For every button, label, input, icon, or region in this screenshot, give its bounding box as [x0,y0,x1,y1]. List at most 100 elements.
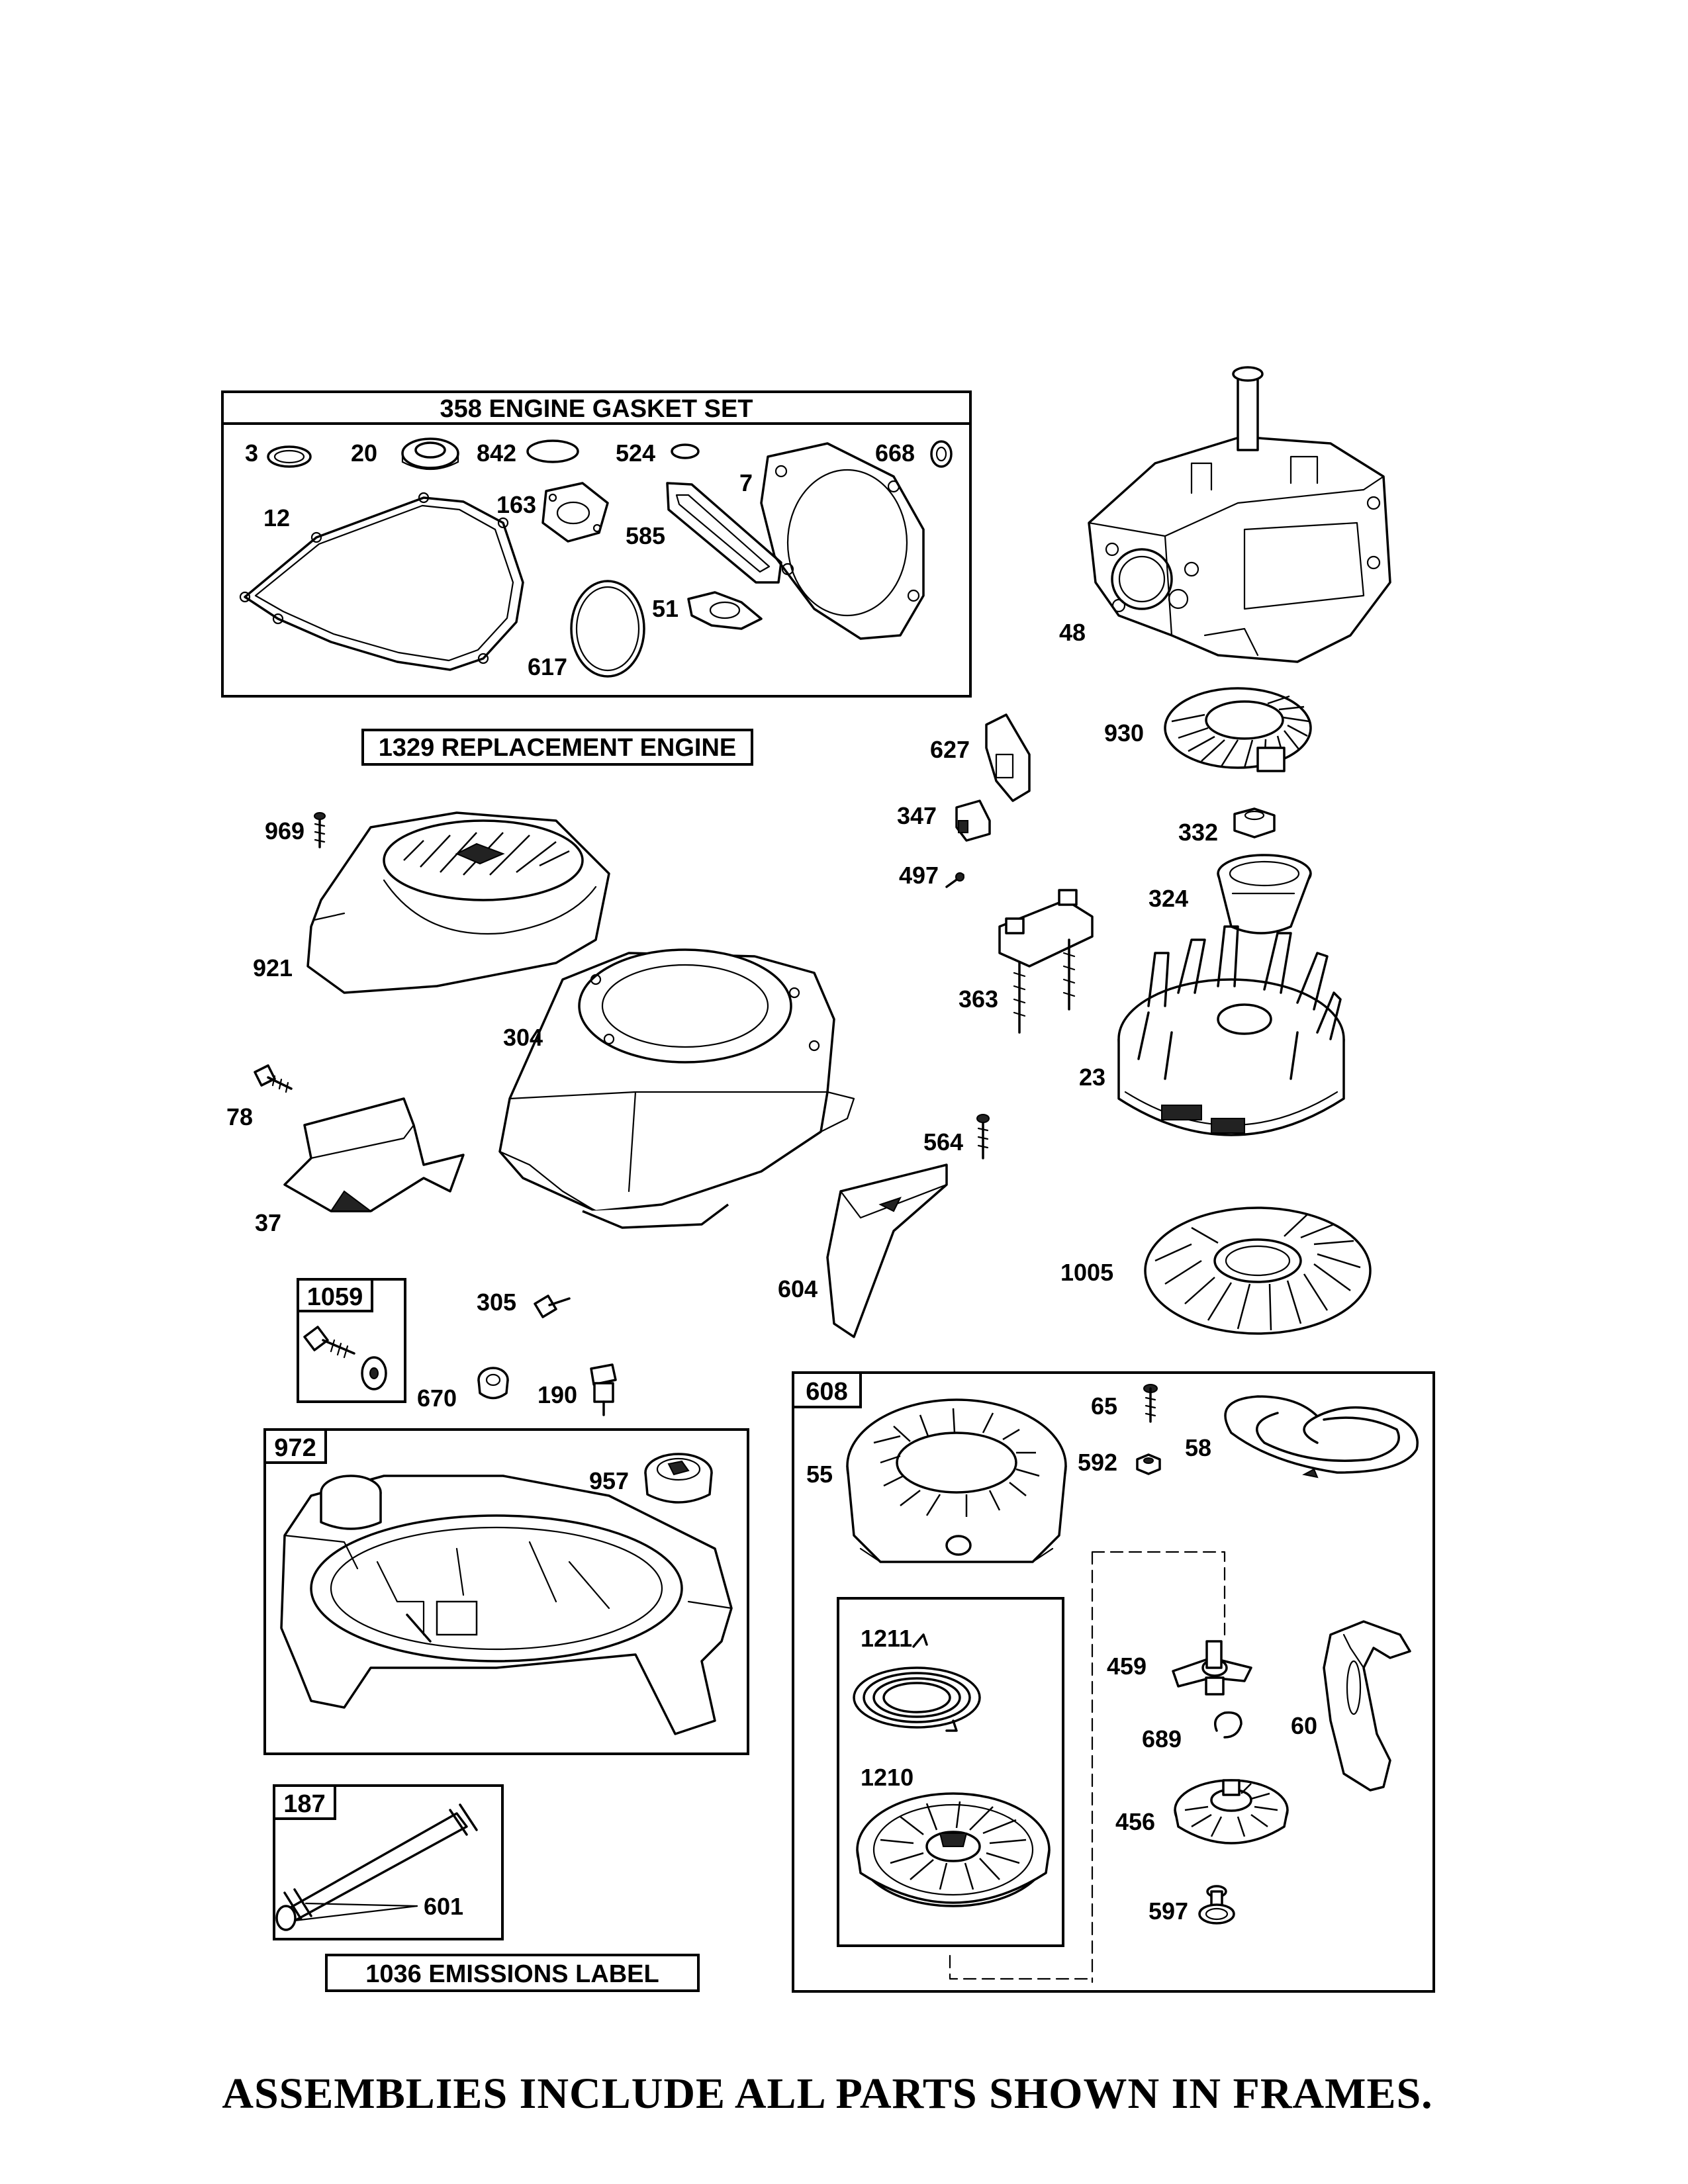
part-670-spacer [477,1367,509,1400]
part-921-cover [306,811,610,994]
part-label-65: 65 [1091,1392,1117,1420]
frame-187: 187 601 [273,1784,504,1940]
part-456-ratchet [1174,1779,1289,1844]
part-1059-bolt [303,1326,387,1390]
part-58-rope [1224,1395,1419,1479]
part-label-23: 23 [1079,1064,1105,1091]
part-324-cup [1217,854,1312,934]
part-label-305: 305 [477,1289,516,1316]
part-label-190: 190 [538,1381,577,1408]
part-label-1211: 1211 [861,1625,912,1652]
part-label-930: 930 [1104,719,1144,747]
part-65-screw [1143,1384,1158,1423]
emissions-label-frame: 1036 EMISSIONS LABEL [325,1954,700,1992]
part-20-seal [401,437,459,471]
part-label-617: 617 [528,653,567,680]
gasket-set-title: 358 ENGINE GASKET SET [440,395,753,423]
part-37-shield [283,1097,465,1212]
part-label-58: 58 [1185,1434,1211,1461]
inner-frame-pulley [837,1597,1064,1947]
part-592-nut [1136,1453,1161,1475]
part-585-gasket [666,482,782,584]
part-12-gasket [239,492,524,671]
part-label-60: 60 [1291,1712,1317,1739]
part-label-564: 564 [923,1128,963,1156]
part-label-524: 524 [616,439,655,467]
part-1210-pulley [856,1792,1051,1907]
part-label-55: 55 [806,1461,833,1488]
part-label-842: 842 [477,439,516,467]
part-label-51: 51 [652,595,679,622]
part-label-324: 324 [1149,885,1188,912]
part-label-37: 37 [255,1209,281,1236]
part-label-670: 670 [417,1385,457,1412]
part-label-332: 332 [1178,819,1218,846]
part-1211-spring [853,1633,981,1732]
part-label-601: 601 [424,1893,463,1920]
part-972-fuel-tank [280,1475,733,1735]
part-label-363: 363 [959,985,998,1013]
part-668-washer [930,440,953,468]
part-363-bracket [998,889,1094,1034]
part-163-gasket [541,482,609,543]
part-497-screw [945,872,964,888]
part-190-fitting [590,1363,617,1416]
part-305-bolt [534,1295,571,1318]
part-label-597: 597 [1149,1897,1188,1925]
frame-1059: 1059 [297,1278,406,1403]
replacement-engine-frame: 1329 REPLACEMENT ENGINE [361,729,753,766]
part-label-459: 459 [1107,1653,1147,1680]
part-label-497: 497 [899,862,939,889]
part-617-oring [570,580,645,678]
part-label-957: 957 [589,1467,629,1494]
part-label-1005: 1005 [1060,1259,1113,1286]
part-label-78: 78 [226,1103,253,1130]
part-label-689: 689 [1142,1725,1182,1752]
part-1005-fan [1144,1206,1372,1335]
gasket-set-frame: 358 ENGINE GASKET SET [221,390,972,698]
part-label-456: 456 [1115,1808,1155,1835]
part-459-dog [1172,1640,1252,1696]
part-55-starter-housing [846,1398,1067,1563]
frame-1059-title: 1059 [307,1283,363,1311]
part-304-housing [498,948,855,1229]
connector-line [949,1551,1226,1983]
part-label-627: 627 [930,736,970,763]
part-label-7: 7 [739,469,753,496]
part-48-engine-block [1088,366,1391,663]
footer-note: ASSEMBLIES INCLUDE ALL PARTS SHOWN IN FR… [222,2070,1432,2118]
part-label-12: 12 [263,504,290,531]
part-label-20: 20 [351,439,377,467]
part-689-clip [1214,1711,1243,1739]
part-524-ring [671,443,700,459]
part-label-3: 3 [245,439,258,467]
part-label-304: 304 [503,1024,543,1051]
part-label-921: 921 [253,954,293,981]
part-60-handle [1323,1620,1411,1792]
part-78-bolt [254,1064,293,1093]
part-label-585: 585 [626,522,665,549]
part-label-347: 347 [897,802,937,829]
frame-972: 972 957 [263,1428,749,1755]
part-601-fuel-line [275,1803,478,1931]
frame-187-title: 187 [283,1790,325,1818]
part-label-163: 163 [496,491,536,518]
part-957-cap [644,1453,713,1504]
emissions-label-title: 1036 EMISSIONS LABEL [365,1960,659,1988]
part-label-592: 592 [1078,1449,1117,1476]
part-969-screw [314,812,326,848]
part-332-nut [1233,807,1276,839]
replacement-engine-title: 1329 REPLACEMENT ENGINE [379,734,737,762]
part-627-bracket [985,713,1031,802]
part-label-48: 48 [1059,619,1086,646]
part-842-ring [526,439,579,463]
part-label-1210: 1210 [861,1764,914,1791]
part-23-flywheel [1117,925,1345,1136]
frame-972-title: 972 [274,1434,316,1462]
frame-608: 608 55 65 592 58 [792,1371,1435,1993]
part-label-668: 668 [875,439,915,467]
part-604-deflector [826,1163,948,1338]
part-7-head-gasket [760,442,925,640]
part-597-screw [1198,1885,1235,1925]
part-label-604: 604 [778,1275,818,1302]
